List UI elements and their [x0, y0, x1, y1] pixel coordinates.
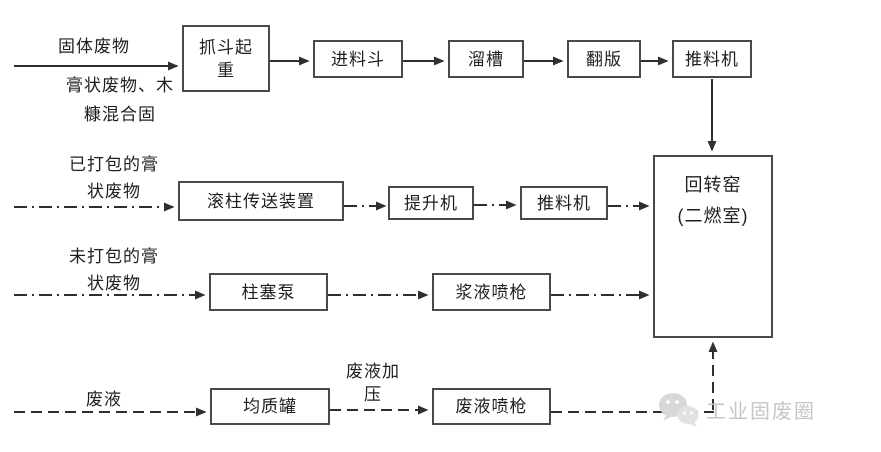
label-text: 固体废物 [58, 37, 130, 56]
label-waste-liquid: 废液 [86, 390, 122, 409]
node-elevator: 提升机 [388, 186, 474, 220]
node-pusher-top: 推料机 [672, 40, 752, 78]
node-slurry-gun: 浆液喷枪 [432, 273, 551, 311]
label-packed-paste-waste: 已打包的膏 状废物 [69, 155, 159, 201]
watermark: 工业固废圈 [656, 390, 816, 428]
node-liquid-gun: 废液喷枪 [432, 388, 551, 425]
label-solid-waste: 固体废物 [58, 33, 130, 61]
node-grab-crane: 抓斗起 重 [182, 25, 270, 92]
node-roller-conveyor: 滚柱传送装置 [178, 181, 344, 221]
label-paste-wood-mixture: 膏状废物、木 糠混合固 [66, 76, 174, 124]
watermark-text: 工业固废圈 [706, 400, 816, 423]
node-feed-hopper: 进料斗 [313, 40, 403, 78]
label-liquid-pressurize: 废液加 压 [346, 362, 400, 404]
node-plunger-pump: 柱塞泵 [209, 273, 328, 311]
node-flap: 翻版 [567, 40, 641, 78]
node-pusher-mid: 推料机 [520, 186, 608, 220]
label-unpacked-paste-waste: 未打包的膏 状废物 [69, 247, 159, 293]
node-rotary-kiln: 回转窑 (二燃室) [653, 155, 773, 338]
wechat-icon [659, 393, 699, 427]
node-homogenizer: 均质罐 [210, 388, 330, 425]
node-chute: 溜槽 [448, 40, 524, 78]
